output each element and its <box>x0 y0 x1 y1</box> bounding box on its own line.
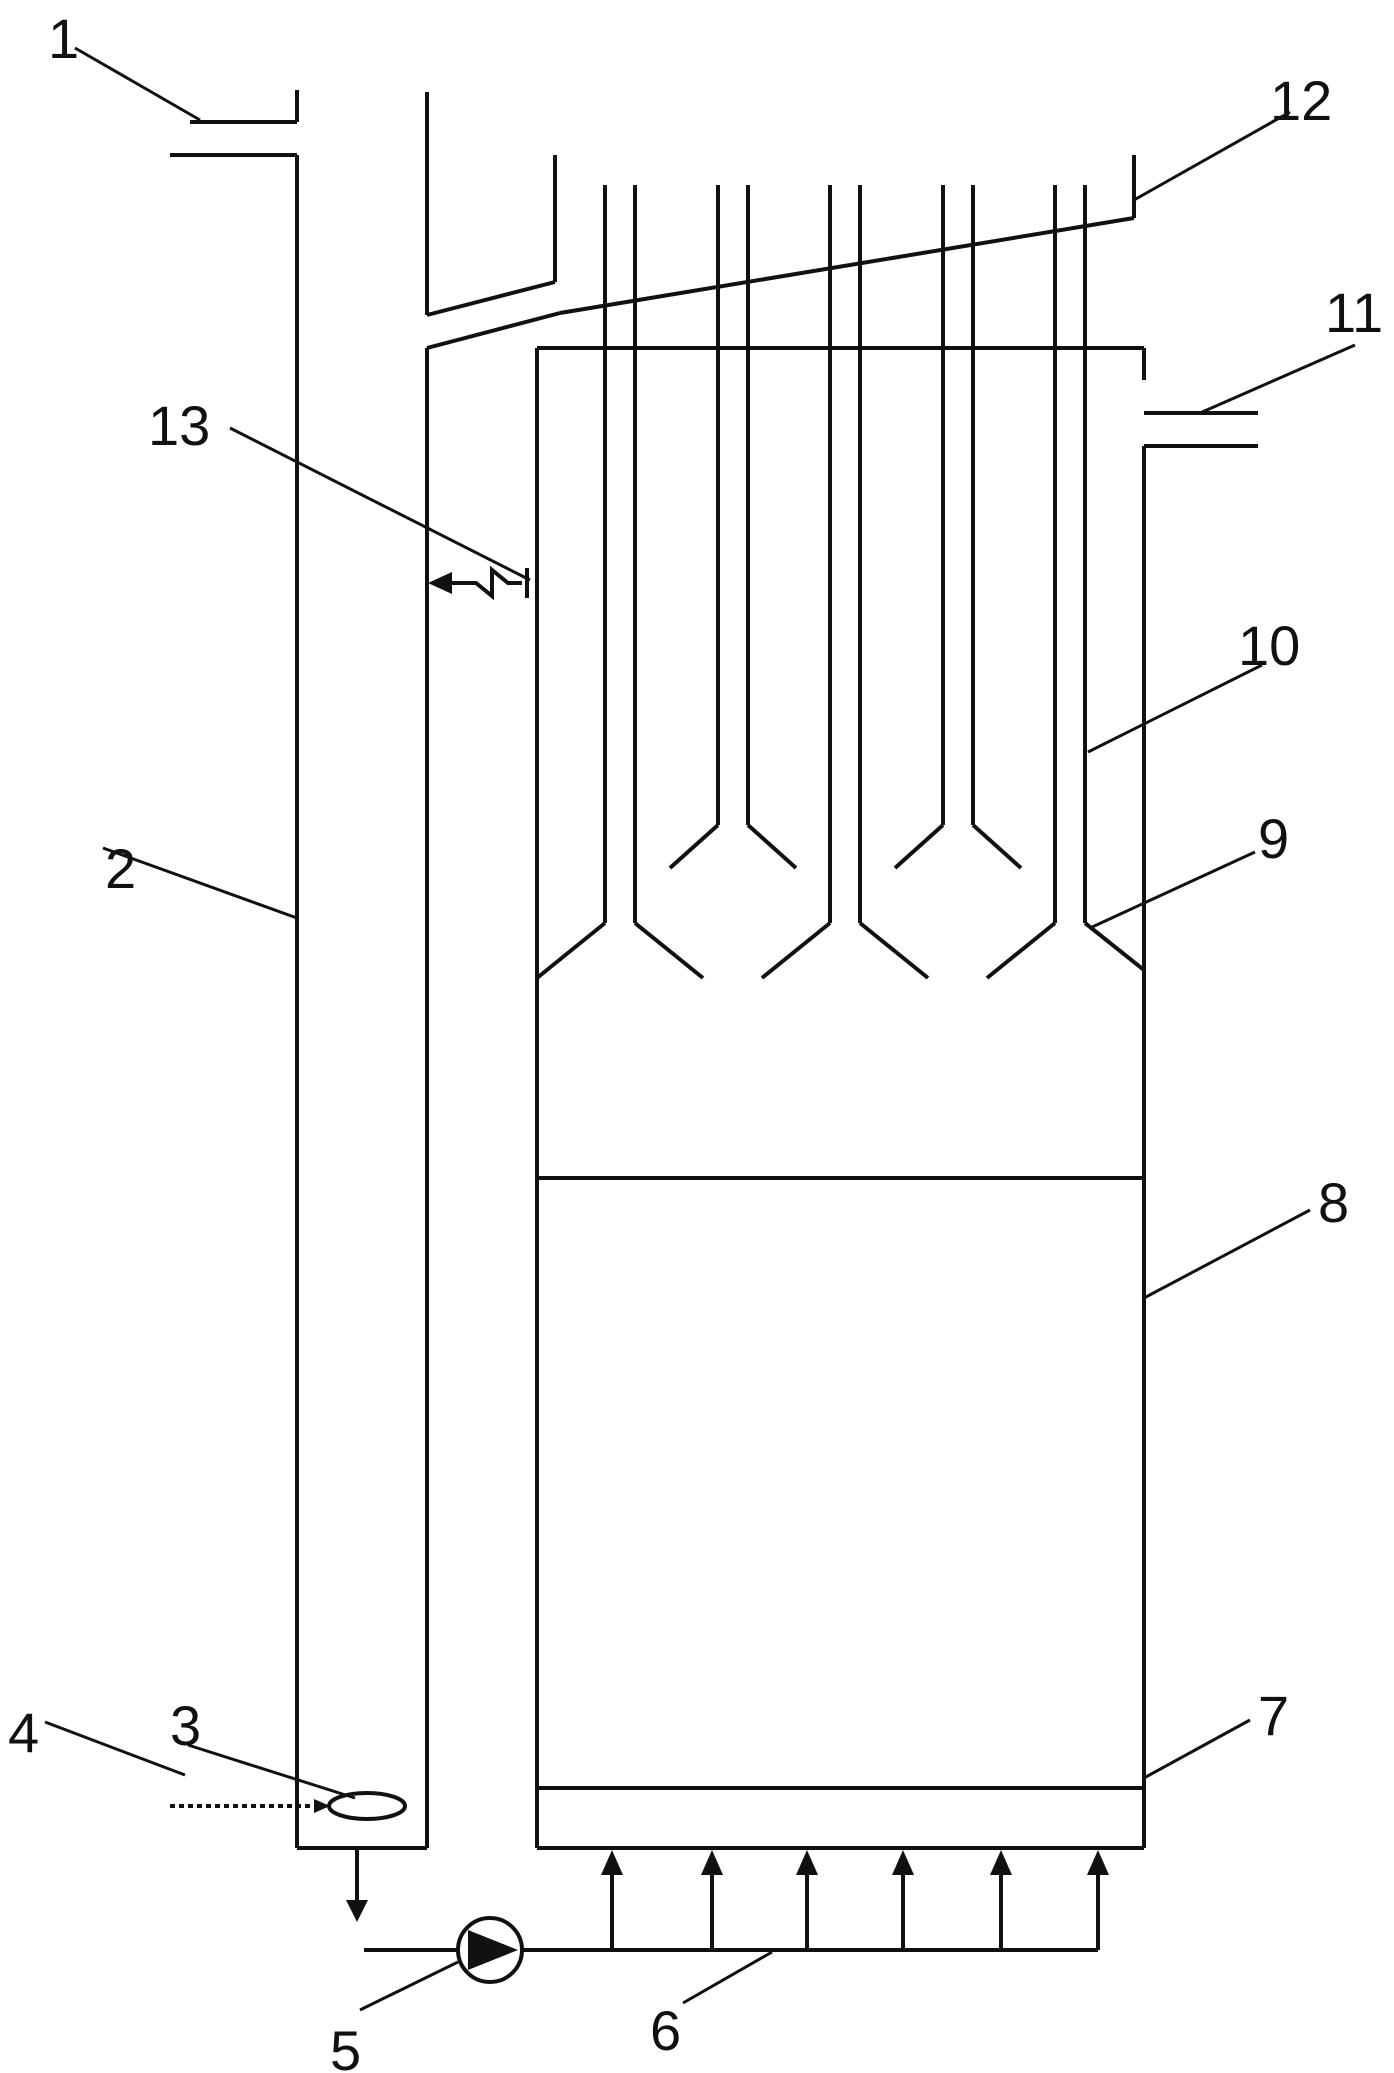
label-12: 12 <box>1270 69 1332 132</box>
circulation-pump <box>456 1916 524 1984</box>
distributor-risers <box>601 1850 1109 1950</box>
collection-trough <box>559 155 1136 315</box>
label-3: 3 <box>170 1694 201 1757</box>
label-8: 8 <box>1318 1171 1349 1234</box>
label-7: 7 <box>1258 1684 1289 1747</box>
left-column <box>295 92 561 1850</box>
label-5: 5 <box>330 2019 361 2073</box>
label-4: 4 <box>8 1701 39 1764</box>
settling-tubes <box>535 185 1146 980</box>
reactor-vessel <box>535 346 1146 1850</box>
label-2: 2 <box>105 837 136 900</box>
label-6: 6 <box>650 1999 681 2062</box>
label-13: 13 <box>148 394 210 457</box>
inlet-pipe <box>170 90 299 157</box>
outlet-pipe <box>1144 411 1258 448</box>
label-10: 10 <box>1238 614 1300 677</box>
leader-lines <box>44 46 1356 2012</box>
recycle-pipe <box>346 1848 1098 1952</box>
label-9: 9 <box>1258 807 1289 870</box>
check-valve <box>428 565 529 601</box>
label-1: 1 <box>48 7 79 70</box>
aerator <box>327 1791 407 1821</box>
label-11: 11 <box>1325 281 1383 344</box>
number-labels: 1 2 3 4 5 6 7 8 9 10 11 12 13 <box>8 7 1383 2073</box>
air-feed-line <box>170 1799 330 1813</box>
